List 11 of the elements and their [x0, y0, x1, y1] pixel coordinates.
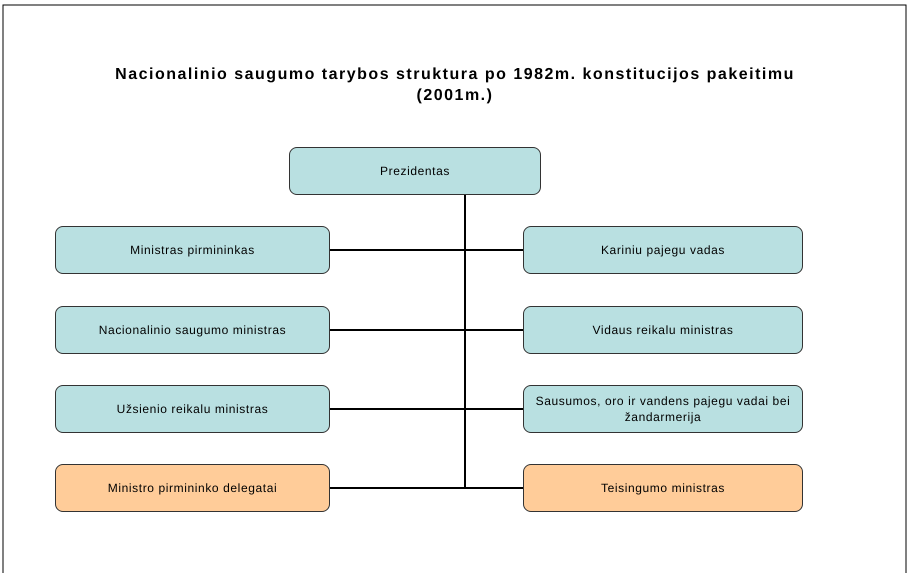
position-box: Sausumos, oro ir vandens pajegu vadai bei žandarmerija [523, 385, 803, 433]
position-box: Prezidentas [289, 147, 541, 195]
position-box: Ministras pirmininkas [55, 226, 330, 274]
position-box: Vidaus reikalu ministras [523, 306, 803, 354]
position-box: Teisingumo ministras [523, 464, 803, 512]
position-box: Kariniu pajegu vadas [523, 226, 803, 274]
position-box: Ministro pirmininko delegatai [55, 464, 330, 512]
diagram-title: Nacionalinio saugumo tarybos struktura po 1982m. konstitucijos pakeitimu (2001m.) [114, 65, 796, 106]
connector-line [464, 195, 523, 489]
position-box: Užsienio reikalu ministras [55, 385, 330, 433]
position-box: Nacionalinio saugumo ministras [55, 306, 330, 354]
